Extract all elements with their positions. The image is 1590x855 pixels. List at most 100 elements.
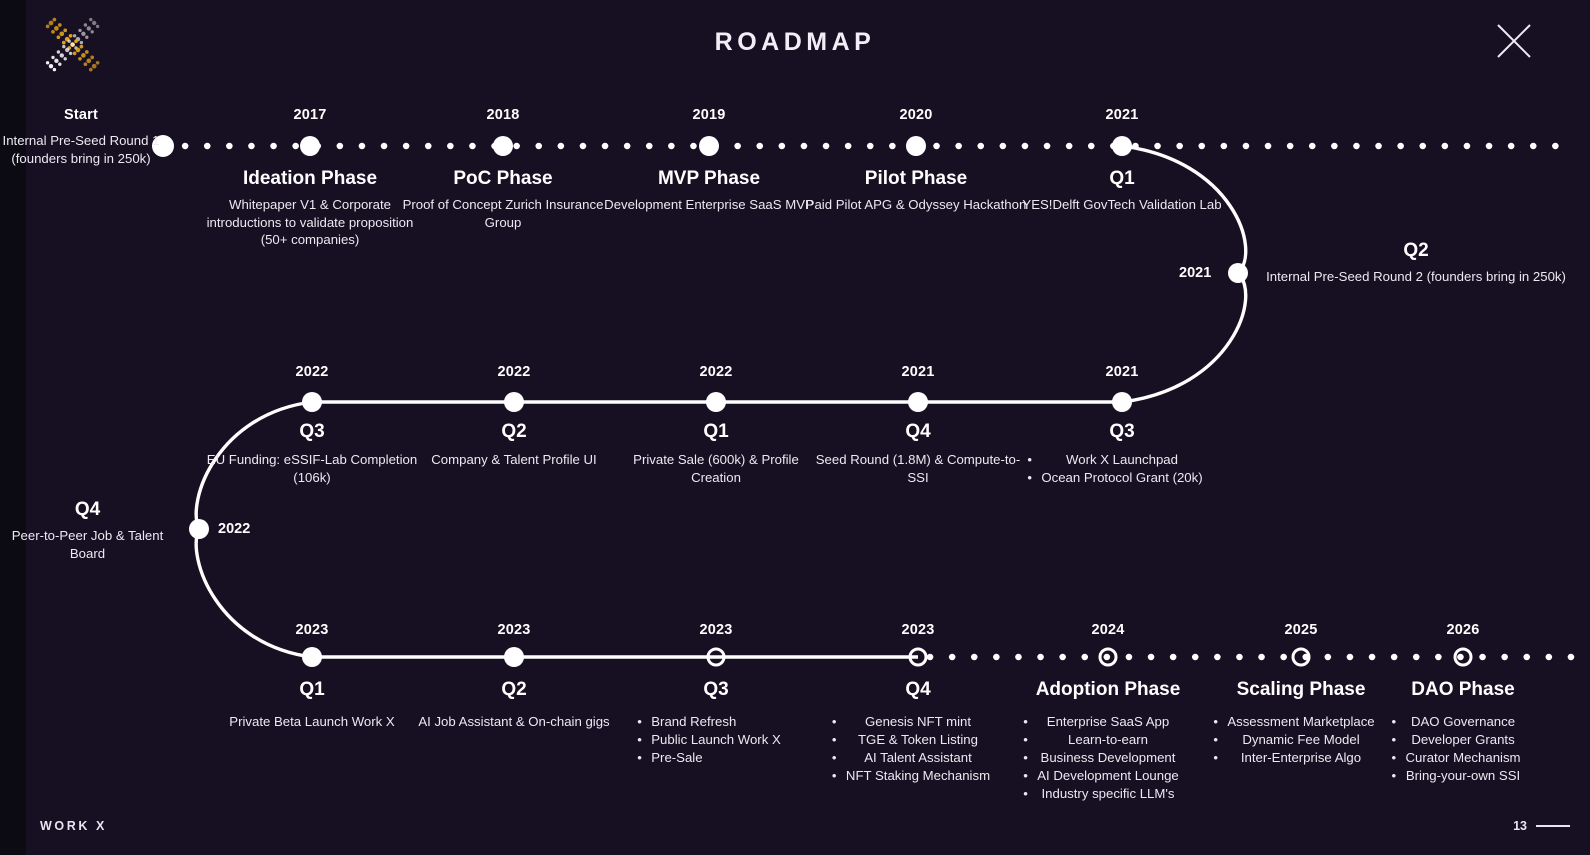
list-item: Pre-Sale xyxy=(637,749,781,767)
list-item: Enterprise SaaS App xyxy=(1023,713,1179,731)
list-item: AI Development Lounge xyxy=(1023,767,1178,785)
list-item: Bring-your-own SSI xyxy=(1391,767,1520,785)
milestone-year: 2023 xyxy=(295,622,329,638)
milestone-year: 2023 xyxy=(901,622,935,638)
list-item: Brand Refresh xyxy=(637,713,781,731)
list-item: Work X Launchpad xyxy=(1027,451,1202,469)
milestone-body: Private Beta Launch Work X xyxy=(229,713,395,729)
milestone-body: Paid Pilot APG & Odyssey Hackathon xyxy=(805,196,1027,212)
milestone-body: EU Funding: eSSIF-Lab Completion (106k) xyxy=(206,451,418,485)
milestone-heading: PoC Phase xyxy=(453,167,553,189)
milestone-2025-scaling: 2025 Scaling Phase Assessment Marketplac… xyxy=(1181,622,1421,767)
list-item: TGE & Token Listing xyxy=(832,731,990,749)
footer-rule xyxy=(1536,825,1570,827)
milestone-heading: Scaling Phase xyxy=(1236,678,1366,700)
milestone-heading: DAO Phase xyxy=(1411,678,1515,700)
list-item: Business Development xyxy=(1023,749,1179,767)
milestone-2023-q2: 2023 Q2 AI Job Assistant & On-chain gigs xyxy=(409,622,619,731)
milestone-body: Whitepaper V1 & Corporate introductions … xyxy=(206,196,414,248)
milestone-heading: Q3 xyxy=(703,678,729,700)
milestone-2026-dao: 2026 DAO Phase DAO GovernanceDeveloper G… xyxy=(1358,622,1568,785)
milestone-body: Peer-to-Peer Job & Talent Board xyxy=(11,527,164,561)
milestone-heading: Q4 xyxy=(905,420,931,442)
milestone-body: YES!Delft GovTech Validation Lab xyxy=(1022,196,1222,212)
milestone-2017: 2017 Ideation Phase Whitepaper V1 & Corp… xyxy=(195,107,425,249)
milestone-heading: Q3 xyxy=(299,420,325,442)
milestone-heading: Q4 xyxy=(905,678,931,700)
milestone-2022-q4: Q4 Peer-to-Peer Job & Talent Board xyxy=(0,499,175,562)
milestone-heading: Q2 xyxy=(501,420,527,442)
list-item: Assessment Marketplace xyxy=(1213,713,1374,731)
milestone-2022-q1: 2022 Q1 Private Sale (600k) & Profile Cr… xyxy=(611,364,821,486)
milestone-body: Private Sale (600k) & Profile Creation xyxy=(633,451,799,485)
milestone-year: 2025 xyxy=(1284,622,1318,638)
node-2022-q4[interactable] xyxy=(189,519,209,539)
milestone-year: 2018 xyxy=(486,107,520,123)
list-item: Industry specific LLM's xyxy=(1023,785,1179,803)
milestone-body: Company & Talent Profile UI xyxy=(431,451,597,467)
milestone-year-2021-q2: 2021 xyxy=(1179,265,1212,281)
list-item: DAO Governance xyxy=(1391,713,1520,731)
milestone-2023-q1: 2023 Q1 Private Beta Launch Work X xyxy=(182,622,442,731)
list-item: Dynamic Fee Model xyxy=(1213,731,1374,749)
milestone-bullets: Genesis NFT mintTGE & Token ListingAI Ta… xyxy=(832,713,990,785)
milestone-bullets: DAO GovernanceDeveloper GrantsCurator Me… xyxy=(1391,713,1520,785)
list-item: Inter-Enterprise Algo xyxy=(1213,749,1374,767)
milestone-start: Start Internal Pre-Seed Round 1 (founder… xyxy=(0,107,171,168)
list-item: AI Talent Assistant xyxy=(832,749,990,767)
milestone-heading: Q4 xyxy=(74,499,101,520)
milestone-2023-q3: 2023 Q3 Brand RefreshPublic Launch Work … xyxy=(616,622,816,767)
milestone-2022-q3: 2022 Q3 EU Funding: eSSIF-Lab Completion… xyxy=(202,364,422,486)
milestone-year: 2021 xyxy=(1105,364,1139,380)
footer-page-number-group: 13 xyxy=(1513,819,1570,833)
milestone-2021-q2: Q2 Internal Pre-Seed Round 2 (founders b… xyxy=(1266,240,1566,286)
milestone-2019: 2019 MVP Phase Development Enterprise Sa… xyxy=(604,107,814,214)
page-number: 13 xyxy=(1513,819,1527,833)
milestone-year: 2022 xyxy=(497,364,531,380)
milestone-2022-q2: 2022 Q2 Company & Talent Profile UI xyxy=(409,364,619,469)
milestone-bullets: Enterprise SaaS AppLearn-to-earnBusiness… xyxy=(1023,713,1179,803)
milestone-heading: Q1 xyxy=(1109,167,1135,189)
close-icon[interactable] xyxy=(1493,20,1535,62)
milestone-body: Internal Pre-Seed Round 1 (founders brin… xyxy=(2,132,160,166)
milestone-heading: Adoption Phase xyxy=(1035,678,1181,700)
milestone-2021-q1: 2021 Q1 YES!Delft GovTech Validation Lab xyxy=(1017,107,1227,214)
milestone-year: 2022 xyxy=(295,364,329,380)
milestone-heading: Ideation Phase xyxy=(242,167,378,189)
milestone-year: 2019 xyxy=(692,107,726,123)
milestone-year-2022-q4: 2022 xyxy=(218,521,251,537)
milestone-year: 2021 xyxy=(901,364,935,380)
milestone-year: 2024 xyxy=(1091,622,1125,638)
list-item: NFT Staking Mechanism xyxy=(832,767,990,785)
node-2021-q2[interactable] xyxy=(1228,263,1248,283)
milestone-heading: Q1 xyxy=(299,678,325,700)
milestone-2018: 2018 PoC Phase Proof of Concept Zurich I… xyxy=(398,107,608,231)
milestone-body: Seed Round (1.8M) & Compute-to-SSI xyxy=(815,451,1021,485)
milestone-heading: MVP Phase xyxy=(657,167,761,189)
milestone-body: Internal Pre-Seed Round 2 (founders brin… xyxy=(1266,268,1566,284)
milestone-bullets: Work X LaunchpadOcean Protocol Grant (20… xyxy=(1027,451,1202,487)
milestone-2021-q3: 2021 Q3 Work X LaunchpadOcean Protocol G… xyxy=(997,364,1247,487)
page-title: ROADMAP xyxy=(714,28,876,56)
left-edge-strip xyxy=(0,0,26,855)
work-x-logo xyxy=(40,12,102,74)
milestone-year: 2020 xyxy=(899,107,933,123)
milestone-2024-adoption: 2024 Adoption Phase Enterprise SaaS AppL… xyxy=(988,622,1228,803)
milestone-body: Development Enterprise SaaS MVP xyxy=(604,196,814,212)
milestone-year: Start xyxy=(63,107,99,123)
list-item: Ocean Protocol Grant (20k) xyxy=(1027,469,1202,487)
milestone-heading: Pilot Phase xyxy=(864,167,968,189)
milestone-bullets: Assessment MarketplaceDynamic Fee ModelI… xyxy=(1213,713,1374,767)
milestone-bullets: Brand RefreshPublic Launch Work XPre-Sal… xyxy=(637,713,781,767)
milestone-2020: 2020 Pilot Phase Paid Pilot APG & Odysse… xyxy=(801,107,1031,214)
milestone-2023-q4: 2023 Q4 Genesis NFT mintTGE & Token List… xyxy=(803,622,1033,785)
list-item: Curator Mechanism xyxy=(1391,749,1520,767)
milestone-year: 2026 xyxy=(1446,622,1480,638)
list-item: Learn-to-earn xyxy=(1023,731,1179,749)
milestone-heading: Q2 xyxy=(1403,240,1429,261)
milestone-body: Proof of Concept Zurich Insurance Group xyxy=(402,196,604,230)
milestone-year: 2017 xyxy=(293,107,327,123)
list-item: Developer Grants xyxy=(1391,731,1520,749)
milestone-body: AI Job Assistant & On-chain gigs xyxy=(418,713,610,729)
